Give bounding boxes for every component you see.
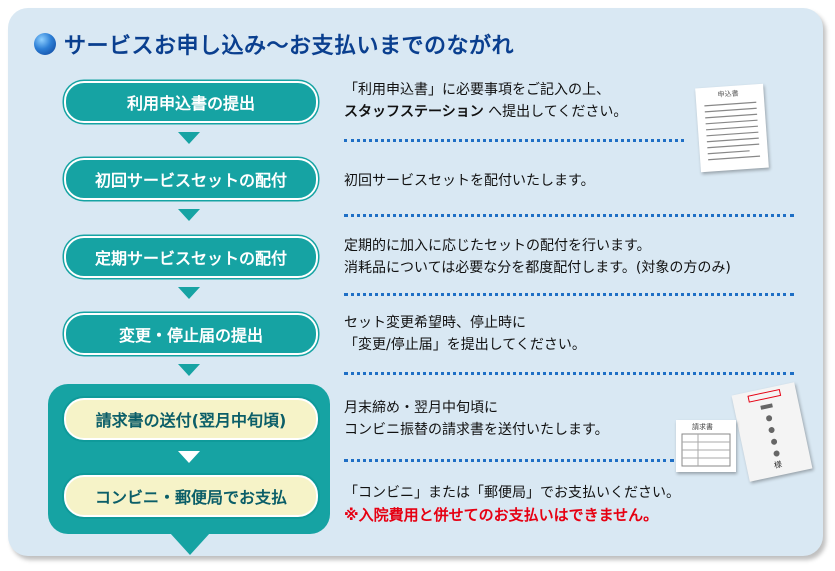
document-lines (704, 101, 761, 161)
step-3-line-1: 定期的に加入に応じたセットの配付を行います。 (344, 238, 651, 254)
arrow-down-icon (178, 451, 200, 463)
divider (344, 372, 794, 375)
step-2-description: 初回サービスセットを配付いたします。 (344, 173, 595, 189)
step-5-description: 月末締め・翌月中旬頃に コンビニ振替の請求書を送付いたします。 (344, 397, 609, 441)
step-6-pill: コンビニ・郵便局でお支払 (64, 475, 318, 517)
divider (344, 459, 674, 462)
application-form-icon: 申込書 (695, 83, 769, 173)
step-5-line-2: コンビニ振替の請求書を送付いたします。 (344, 422, 609, 438)
step-1-description: 「利用申込書」に必要事項をご記入の上、 スタッフステーション へ提出してください… (344, 79, 627, 123)
divider (344, 139, 684, 142)
step-1-line-2: スタッフステーション へ提出してください。 (344, 101, 627, 123)
invoice-icon: 請求書 (676, 420, 736, 472)
step-3-pill: 定期サービスセットの配付 (64, 236, 318, 278)
arrow-down-icon (178, 287, 200, 299)
step-4-line-1: セット変更希望時、停止時に (344, 315, 526, 331)
step-6-line-1: 「コンビニ」または「郵便局」でお支払いください。 (344, 485, 680, 501)
step-4-description: セット変更希望時、停止時に 「変更/停止届」を提出してください。 (344, 312, 586, 356)
arrow-down-icon (178, 364, 200, 376)
step-1-line-2-rest: へ提出してください。 (483, 104, 628, 120)
staff-station-label: スタッフステーション (344, 104, 484, 120)
divider (344, 293, 794, 296)
envelope-details (747, 388, 782, 457)
arrow-down-icon (178, 132, 200, 144)
step-5-pill: 請求書の送付(翌月中旬頃) (64, 398, 318, 440)
invoice-label: 請求書 (692, 423, 713, 431)
step-1-pill: 利用申込書の提出 (64, 81, 318, 123)
step-4-line-2: 「変更/停止届」を提出してください。 (344, 337, 586, 353)
page-title: サービスお申し込み〜お支払いまでのながれ (64, 34, 515, 59)
application-form-label: 申込書 (717, 89, 739, 99)
payment-warning: ※入院費用と併せてのお支払いはできません。 (344, 506, 659, 524)
step-2-pill: 初回サービスセットの配付 (64, 158, 318, 200)
invoice-details (681, 433, 731, 467)
step-4-pill: 変更・停止届の提出 (64, 313, 318, 355)
step-3-line-2: 消耗品については必要な分を都度配付します。(対象の方のみ) (344, 260, 731, 276)
step-5-line-1: 月末締め・翌月中旬頃に (344, 400, 498, 416)
divider (344, 214, 794, 217)
envelope-icon: 様 (731, 382, 813, 482)
step-1-line-1: 「利用申込書」に必要事項をご記入の上、 (344, 82, 610, 98)
bullet-icon (34, 33, 56, 55)
step-3-description: 定期的に加入に応じたセットの配付を行います。 消耗品については必要な分を都度配付… (344, 235, 731, 279)
step-6-description: 「コンビニ」または「郵便局」でお支払いください。 ※入院費用と併せてのお支払いは… (344, 482, 680, 526)
arrow-down-icon (178, 209, 200, 221)
payment-box-pointer (170, 533, 210, 555)
